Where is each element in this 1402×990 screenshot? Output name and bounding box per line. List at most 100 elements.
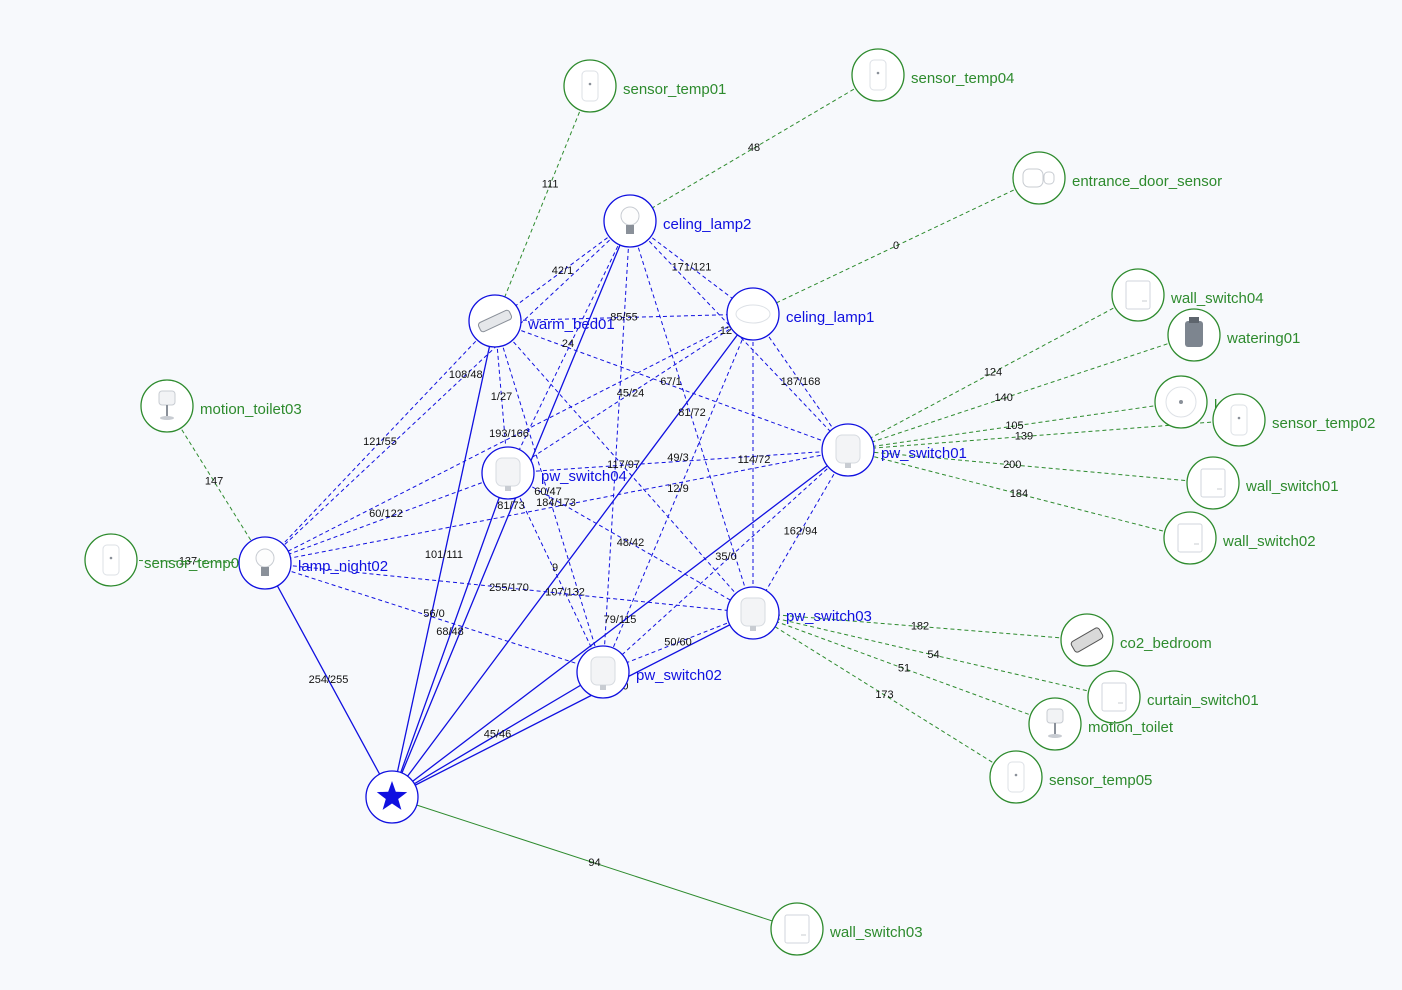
link-quality-label: 108/48	[449, 369, 483, 381]
node-wall_switch04[interactable]: wall_switch04	[1111, 268, 1264, 322]
node-celing_lamp2[interactable]: celing_lamp2	[603, 194, 751, 248]
link-quality-label: 67/1	[660, 376, 681, 388]
node-pw_switch01[interactable]: pw_switch01	[821, 423, 967, 477]
link-quality-label: 147	[205, 475, 223, 487]
node-label: lamp_night02	[298, 558, 388, 575]
node-coordinator[interactable]	[365, 770, 419, 824]
node-celing_lamp1[interactable]: celing_lamp1	[726, 287, 874, 341]
link-quality-label: 107/132	[545, 586, 585, 598]
node-label: wall_switch04	[1170, 290, 1264, 307]
node-label: co2_bedroom	[1120, 635, 1212, 652]
link-quality-label: 12	[720, 325, 732, 337]
link-watering01-pw_switch01	[847, 334, 1195, 451]
node-pw_switch04[interactable]: pw_switch04	[481, 446, 627, 500]
link-celing_lamp2-pw_switch03	[629, 220, 754, 614]
node-lamp_night02[interactable]: lamp_night02	[238, 536, 388, 590]
link-quality-label: 45/24	[617, 387, 645, 399]
link-celing_lamp1-pw_switch02	[602, 313, 754, 673]
link-sensor_temp05-pw_switch03	[752, 612, 1017, 778]
link-wall_switch02-pw_switch01	[847, 449, 1191, 539]
link-quality-label: 105	[1005, 420, 1023, 432]
node-label: sensor_temp04	[911, 70, 1014, 87]
link-quality-label: 200	[1003, 459, 1021, 471]
node-label: celing_lamp2	[663, 216, 751, 233]
link-celing_lamp1-lamp_night02	[264, 313, 754, 564]
node-sensor_temp01[interactable]: sensor_temp01	[563, 59, 726, 113]
node-wall_switch01[interactable]: wall_switch01	[1186, 456, 1339, 510]
node-wall_switch02[interactable]: wall_switch02	[1163, 511, 1316, 565]
node-entrance_door_sensor[interactable]: entrance_door_sensor	[1012, 151, 1222, 205]
link-quality-label: 12/9	[667, 483, 688, 495]
node-label: curtain_switch01	[1147, 692, 1259, 709]
door-sensor-icon	[1022, 168, 1055, 188]
link-quality-label: 85/55	[610, 311, 638, 323]
link-warm_bed01-celing_lamp1	[494, 313, 754, 322]
link-quality-label: 182	[911, 620, 929, 632]
link-quality-label: 24	[562, 338, 574, 350]
link-quality-label: 162/94	[784, 525, 818, 537]
link-coordinator-pw_switch03	[391, 612, 754, 798]
link-coordinator-pw_switch02	[391, 671, 604, 798]
temp-sensor-icon	[102, 544, 120, 576]
node-label: pw_switch04	[541, 468, 627, 485]
link-quality-label: 42/1	[552, 265, 573, 277]
link-celing_lamp2-warm_bed01	[494, 220, 631, 322]
star-icon	[376, 781, 408, 810]
leak-sensor-icon	[1165, 386, 1197, 418]
node-label: sensor_temp01	[623, 81, 726, 98]
node-pw_switch02[interactable]: pw_switch02	[576, 645, 722, 699]
link-quality-label: 124	[984, 366, 1002, 378]
link-pw_switch04-lamp_night02	[264, 472, 509, 564]
node-label: warm_bed01	[527, 316, 615, 333]
node-label: celing_lamp1	[786, 309, 874, 326]
node-pw_switch03[interactable]: pw_switch03	[726, 586, 872, 640]
node-watering01[interactable]: watering01	[1167, 308, 1300, 362]
node-label: wall_switch01	[1245, 478, 1339, 495]
link-pw_switch01-lamp_night02	[264, 449, 849, 564]
node-warm_bed01[interactable]: warm_bed01	[468, 294, 615, 348]
node-sensor_temp04[interactable]: sensor_temp04	[851, 48, 1014, 102]
node-motion_toilet[interactable]: motion_toilet	[1028, 697, 1174, 751]
node-sensor_temp05[interactable]: sensor_temp05	[989, 750, 1152, 804]
link-wall_switch01-pw_switch01	[847, 449, 1214, 484]
wall-switch-icon	[1101, 682, 1127, 712]
link-quality-label: 54	[927, 649, 939, 661]
link-quality-label: 193/166	[489, 428, 529, 440]
smart-plug-icon	[740, 597, 766, 631]
link-quality-label: 35/0	[715, 551, 736, 563]
link-quality-label: 49/3	[667, 452, 688, 464]
node-label: motion_toilet03	[200, 401, 302, 418]
link-quality-label: 184	[1010, 488, 1028, 500]
link-coordinator-celing_lamp2	[391, 220, 631, 798]
link-quality-label: 79/115	[604, 614, 637, 626]
link-quality-label: 140	[995, 392, 1013, 404]
co2-sensor-icon	[1070, 627, 1104, 653]
node-motion_toilet03[interactable]: motion_toilet03	[140, 379, 302, 433]
link-coordinator-lamp_night02	[264, 562, 393, 798]
node-wall_switch03[interactable]: wall_switch03	[770, 902, 923, 956]
link-pw_switch04-pw_switch01	[507, 449, 849, 474]
link-quality-label: 48/42	[617, 537, 645, 549]
node-label: sensor_temp02	[1272, 415, 1375, 432]
node-sensor_temp03[interactable]: sensor_temp03	[84, 533, 247, 587]
smart-plug-icon	[590, 656, 616, 690]
node-label: pw_switch02	[636, 667, 722, 684]
link-quality-label: 48	[748, 142, 760, 154]
link-quality-label: 137	[179, 555, 197, 567]
link-entrance_door_sensor-celing_lamp1	[752, 177, 1040, 315]
link-quality-label: 81/73	[497, 500, 525, 512]
link-pw_switch04-pw_switch03	[507, 472, 754, 614]
link-quality-label: 139	[1015, 430, 1033, 442]
link-quality-label: 171/121	[672, 261, 712, 273]
link-quality-label: 121/55	[363, 436, 397, 448]
wall-switch-icon	[1177, 523, 1203, 553]
node-sensor_temp02[interactable]: sensor_temp02	[1212, 393, 1375, 447]
node-curtain_switch01[interactable]: curtain_switch01	[1087, 670, 1259, 724]
node-co2_bedroom[interactable]: co2_bedroom	[1060, 613, 1212, 667]
link-lamp_night02-pw_switch03	[264, 562, 754, 614]
power-strip-icon	[477, 309, 513, 333]
link-coordinator-pw_switch04	[391, 472, 509, 798]
link-quality-label: 173	[875, 689, 893, 701]
